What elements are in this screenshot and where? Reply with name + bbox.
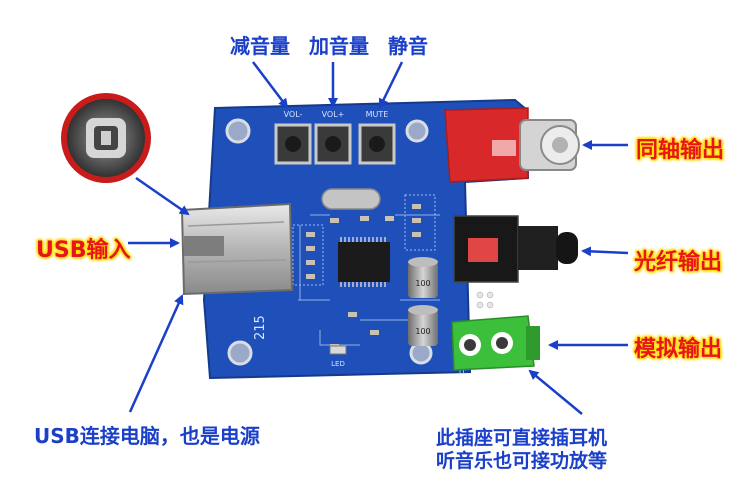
pcb-board: 100 100 bbox=[202, 98, 530, 380]
mount-hole bbox=[405, 119, 429, 143]
label-usb-power: USB连接电脑，也是电源 bbox=[34, 424, 260, 448]
silk-mute: MUTE bbox=[366, 110, 389, 119]
callout-arrows bbox=[128, 61, 629, 415]
label-optical-output: 光纤输出 bbox=[634, 250, 723, 275]
label-vol-down: 减音量 bbox=[230, 34, 290, 58]
arrow-mute bbox=[378, 61, 404, 109]
label-jack-line1: 此插座可直接插耳机 bbox=[436, 427, 608, 449]
label-vol-up: 加音量 bbox=[309, 34, 369, 58]
arrow-jack bbox=[528, 369, 583, 415]
button-mute[interactable] bbox=[358, 123, 396, 165]
arrow-zoom-to-usb bbox=[135, 176, 190, 216]
mount-hole bbox=[227, 340, 253, 366]
label-mute: 静音 bbox=[388, 34, 428, 58]
button-vol-up[interactable] bbox=[314, 123, 352, 165]
label-analog-output: 模拟输出 bbox=[634, 337, 723, 362]
silk-vol-plus: VOL+ bbox=[322, 110, 345, 119]
silk-j1: J1 bbox=[458, 368, 466, 376]
usb-socket-zoom-inset bbox=[61, 93, 151, 183]
silk-vol-minus: VOL- bbox=[284, 110, 303, 119]
button-vol-down[interactable] bbox=[274, 123, 312, 165]
usb-b-port[interactable] bbox=[180, 202, 294, 296]
capacitor: 100 bbox=[408, 305, 438, 346]
silk-board-number: 215 bbox=[253, 315, 268, 340]
led bbox=[329, 345, 347, 355]
arrow-usb-power bbox=[128, 294, 184, 413]
arrow-optical bbox=[581, 246, 629, 257]
crystal-oscillator bbox=[321, 188, 381, 210]
svg-text:100: 100 bbox=[415, 279, 430, 288]
label-usb-input: USB输入 bbox=[36, 238, 131, 263]
mount-hole bbox=[225, 118, 251, 144]
optical-port[interactable] bbox=[453, 215, 578, 283]
silk-led: LED bbox=[331, 360, 345, 368]
capacitor: 100 bbox=[408, 257, 438, 298]
header-pins bbox=[476, 291, 494, 309]
dac-chip bbox=[338, 242, 390, 282]
label-coax-output: 同轴输出 bbox=[636, 138, 725, 163]
label-jack-line2: 听音乐也可接功放等 bbox=[436, 450, 608, 472]
rca-coax-port[interactable] bbox=[444, 107, 580, 183]
svg-text:100: 100 bbox=[415, 327, 430, 336]
headphone-jack[interactable] bbox=[451, 315, 540, 371]
arrow-vol-down bbox=[252, 61, 289, 109]
